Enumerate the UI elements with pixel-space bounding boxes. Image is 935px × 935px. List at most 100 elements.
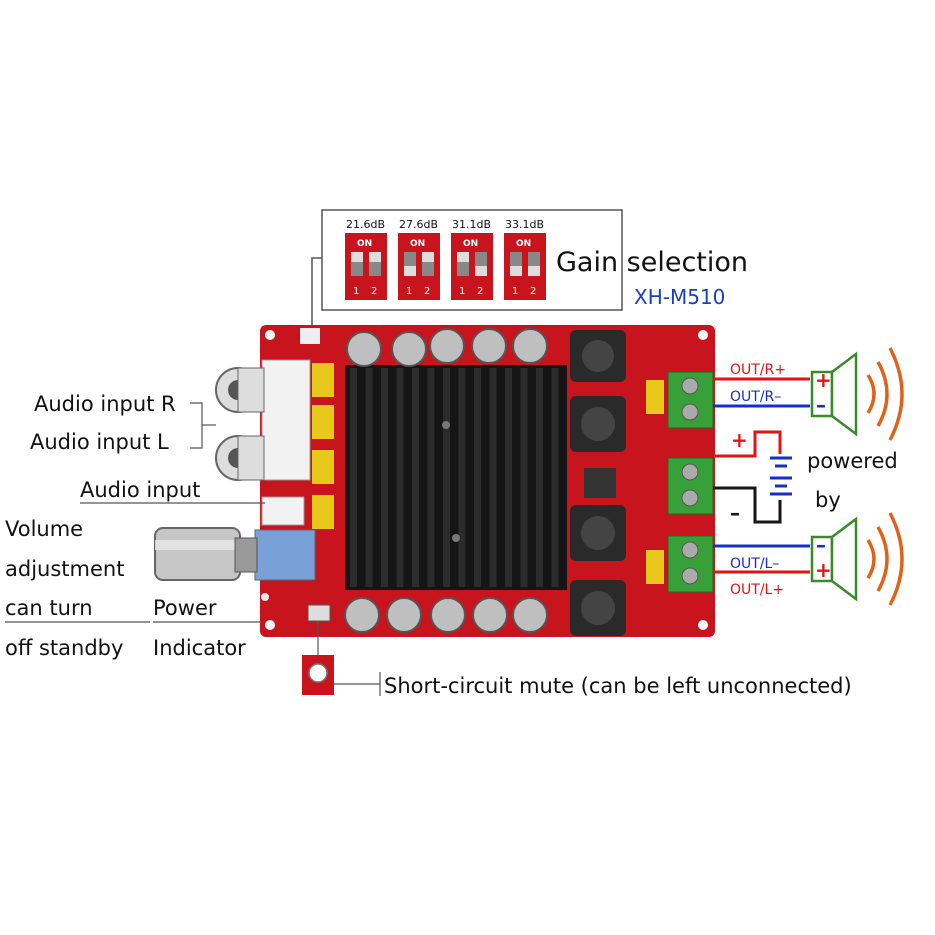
heatsink-fin <box>520 368 528 587</box>
dip-toggle-2 <box>369 262 381 276</box>
dip-num-2: 2 <box>424 286 430 297</box>
dip-num-1: 1 <box>406 286 412 297</box>
dip-switch-31-1db: 31.1dB ON 1 2 <box>451 218 493 300</box>
dip-label: 21.6dB <box>346 218 385 231</box>
gain-selection-title: Gain selection <box>556 247 748 278</box>
mute-callout: Short-circuit mute (can be left unconnec… <box>302 621 852 698</box>
gain-selection-panel: 21.6dB ON 1 2 27.6dB ON 1 2 31.1dB ON <box>311 209 748 328</box>
dip-toggle-1 <box>457 262 469 276</box>
label-audio-input-l: Audio input L <box>30 430 169 454</box>
power-plus-wire <box>713 430 782 458</box>
rca-bracket <box>190 402 203 449</box>
dip-num-2: 2 <box>530 286 536 297</box>
label-power-2: Indicator <box>153 636 246 660</box>
speaker-right-icon: + – <box>810 347 904 441</box>
power-supply-wiring: + – powered by <box>713 428 898 525</box>
heatsink-fin <box>396 368 404 587</box>
svg-text:–: – <box>816 533 826 557</box>
power-minus-sign: – <box>730 501 740 525</box>
heatsink-screw <box>452 534 460 542</box>
label-by: by <box>815 488 841 512</box>
dip-toggle-1 <box>510 252 522 266</box>
dip-on-label: ON <box>410 239 425 249</box>
mount-hole <box>698 330 708 340</box>
rca-jacks <box>215 359 311 481</box>
label-out-l-minus: OUT/L– <box>730 556 779 572</box>
svg-text:–: – <box>816 393 826 417</box>
capacitors-bottom <box>344 597 548 633</box>
label-power-1: Power <box>153 596 217 620</box>
heatsink-fin <box>350 368 357 587</box>
heatsink-fin <box>505 368 512 587</box>
dip-toggle-1 <box>404 252 416 266</box>
audio-input-header <box>261 496 305 526</box>
label-volume-4: off standby <box>5 636 123 660</box>
dip-num-2: 2 <box>371 286 377 297</box>
regulator-chip <box>584 468 616 498</box>
heatsink-fin <box>412 368 419 587</box>
left-labels: Audio input R Audio input L Audio input … <box>5 392 265 660</box>
potentiometer-body <box>254 529 316 581</box>
heatsink-fin <box>489 368 497 587</box>
mount-hole <box>265 620 275 630</box>
label-out-r-minus: OUT/R– <box>730 389 781 405</box>
power-plus-sign: + <box>731 428 748 452</box>
volume-knob <box>154 527 316 581</box>
amplifier-board <box>154 325 715 637</box>
heatsink-fin <box>474 368 481 587</box>
dip-switch-21-6db: 21.6dB ON 1 2 <box>345 218 387 300</box>
power-led <box>261 593 269 601</box>
right-output-wiring: OUT/R+ OUT/R– OUT/L– OUT/L+ <box>713 362 810 598</box>
heatsink-fin <box>381 368 388 587</box>
terminal-blocks <box>667 371 714 593</box>
power-minus-wire <box>713 486 782 524</box>
yellow-capacitors <box>312 363 664 584</box>
dip-on-label: ON <box>357 239 372 249</box>
heatsink-fin <box>458 368 466 587</box>
heatsink-fins <box>350 368 559 587</box>
heatsink-fin <box>536 368 543 587</box>
inductors <box>570 330 626 636</box>
dip-toggle-2 <box>422 262 434 276</box>
model-number: XH-M510 <box>634 285 725 309</box>
svg-text:+: + <box>815 558 832 582</box>
dip-on-label: ON <box>463 239 478 249</box>
label-volume-3: can turn <box>5 596 93 620</box>
dip-on-label: ON <box>516 239 531 249</box>
capacitors-top <box>346 328 548 367</box>
label-volume-2: adjustment <box>5 557 124 581</box>
speaker-left-icon: – + <box>810 512 904 606</box>
dip-toggle-2 <box>528 252 540 266</box>
dip-switch-27-6db: 27.6dB ON 1 2 <box>398 218 440 300</box>
label-audio-input-r: Audio input R <box>34 392 176 416</box>
gain-leader-line <box>311 257 322 328</box>
dip-num-2: 2 <box>477 286 483 297</box>
dip-toggle-1 <box>351 262 363 276</box>
heatsink-fin <box>443 368 450 587</box>
heatsink-body <box>345 365 567 590</box>
onboard-dip-switch <box>300 328 320 344</box>
heatsink <box>345 365 567 590</box>
heatsink-fin <box>427 368 435 587</box>
heatsink-screw <box>442 421 450 429</box>
dip-label: 27.6dB <box>399 218 438 231</box>
dip-num-1: 1 <box>459 286 465 297</box>
label-out-l-plus: OUT/L+ <box>730 582 784 598</box>
dip-toggle-2 <box>475 252 487 266</box>
dip-label: 31.1dB <box>452 218 491 231</box>
dip-num-1: 1 <box>512 286 518 297</box>
knob-cap <box>154 527 241 581</box>
heatsink-fin <box>365 368 373 587</box>
mount-hole <box>265 330 275 340</box>
label-out-r-plus: OUT/R+ <box>730 362 786 378</box>
dip-switch-33-1db: 33.1dB ON 1 2 <box>504 218 546 300</box>
label-audio-input: Audio input <box>80 478 200 502</box>
mute-pins <box>307 604 331 622</box>
heatsink-fin <box>551 368 559 587</box>
dip-label: 33.1dB <box>505 218 544 231</box>
mount-hole <box>698 620 708 630</box>
label-mute: Short-circuit mute (can be left unconnec… <box>384 674 852 698</box>
dip-num-1: 1 <box>353 286 359 297</box>
label-powered: powered <box>807 449 898 473</box>
